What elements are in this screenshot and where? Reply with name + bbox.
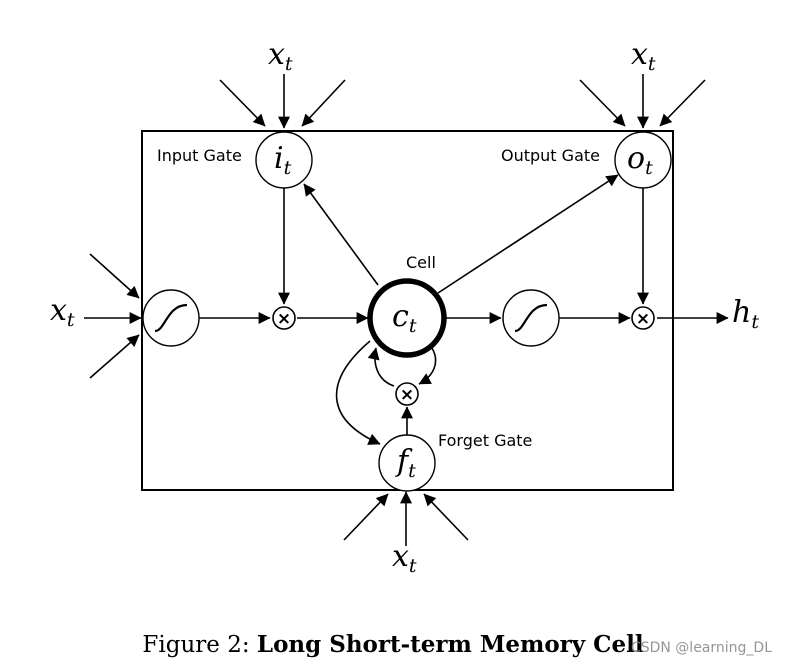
cell-label: Cell xyxy=(406,253,436,272)
output-gate-source-label: xt xyxy=(631,37,656,75)
input-gate-label: Input Gate xyxy=(157,146,242,165)
caption-title: Long Short-term Memory Cell xyxy=(256,631,644,658)
internal-connections xyxy=(199,174,729,445)
forget-multiply-node xyxy=(395,382,419,406)
multiply-icon: × xyxy=(277,309,291,329)
output-label: ht xyxy=(732,295,759,333)
input-gate-node xyxy=(255,131,313,189)
input-gate-source-label: xt xyxy=(268,37,293,75)
sigmoid-icon xyxy=(154,303,188,333)
forget-gate-label: Forget Gate xyxy=(438,431,532,450)
output-gate-label: Output Gate xyxy=(501,146,600,165)
input-gate-symbol: it xyxy=(274,141,292,179)
output-multiply-node xyxy=(631,306,655,330)
cell-node xyxy=(367,278,447,358)
block-input-source-label: xt xyxy=(50,293,75,331)
forget-gate-source-label: xt xyxy=(392,539,417,577)
input-gate-inputs xyxy=(219,74,346,129)
output-gate-node xyxy=(614,131,672,189)
lstm-diagram: it Input Gate ot Output Gate × ct Cell ×… xyxy=(50,37,759,577)
input-squashing-node xyxy=(142,289,200,347)
output-squashing-node xyxy=(502,289,560,347)
input-multiply-node xyxy=(272,306,296,330)
forget-gate-node xyxy=(378,434,436,492)
caption-prefix: Figure 2: xyxy=(142,632,257,658)
figure-caption: Figure 2: Long Short-term Memory Cell xyxy=(0,631,786,658)
output-gate-inputs xyxy=(579,74,706,129)
cell-symbol: ct xyxy=(392,299,417,337)
forget-gate-inputs xyxy=(343,491,469,546)
block-input-inputs xyxy=(84,253,142,379)
output-gate-symbol: ot xyxy=(627,141,653,179)
multiply-icon: × xyxy=(400,385,414,405)
watermark: CSDN @learning_DL xyxy=(630,640,772,656)
multiply-icon: × xyxy=(636,309,650,329)
sigmoid-icon xyxy=(514,303,548,333)
